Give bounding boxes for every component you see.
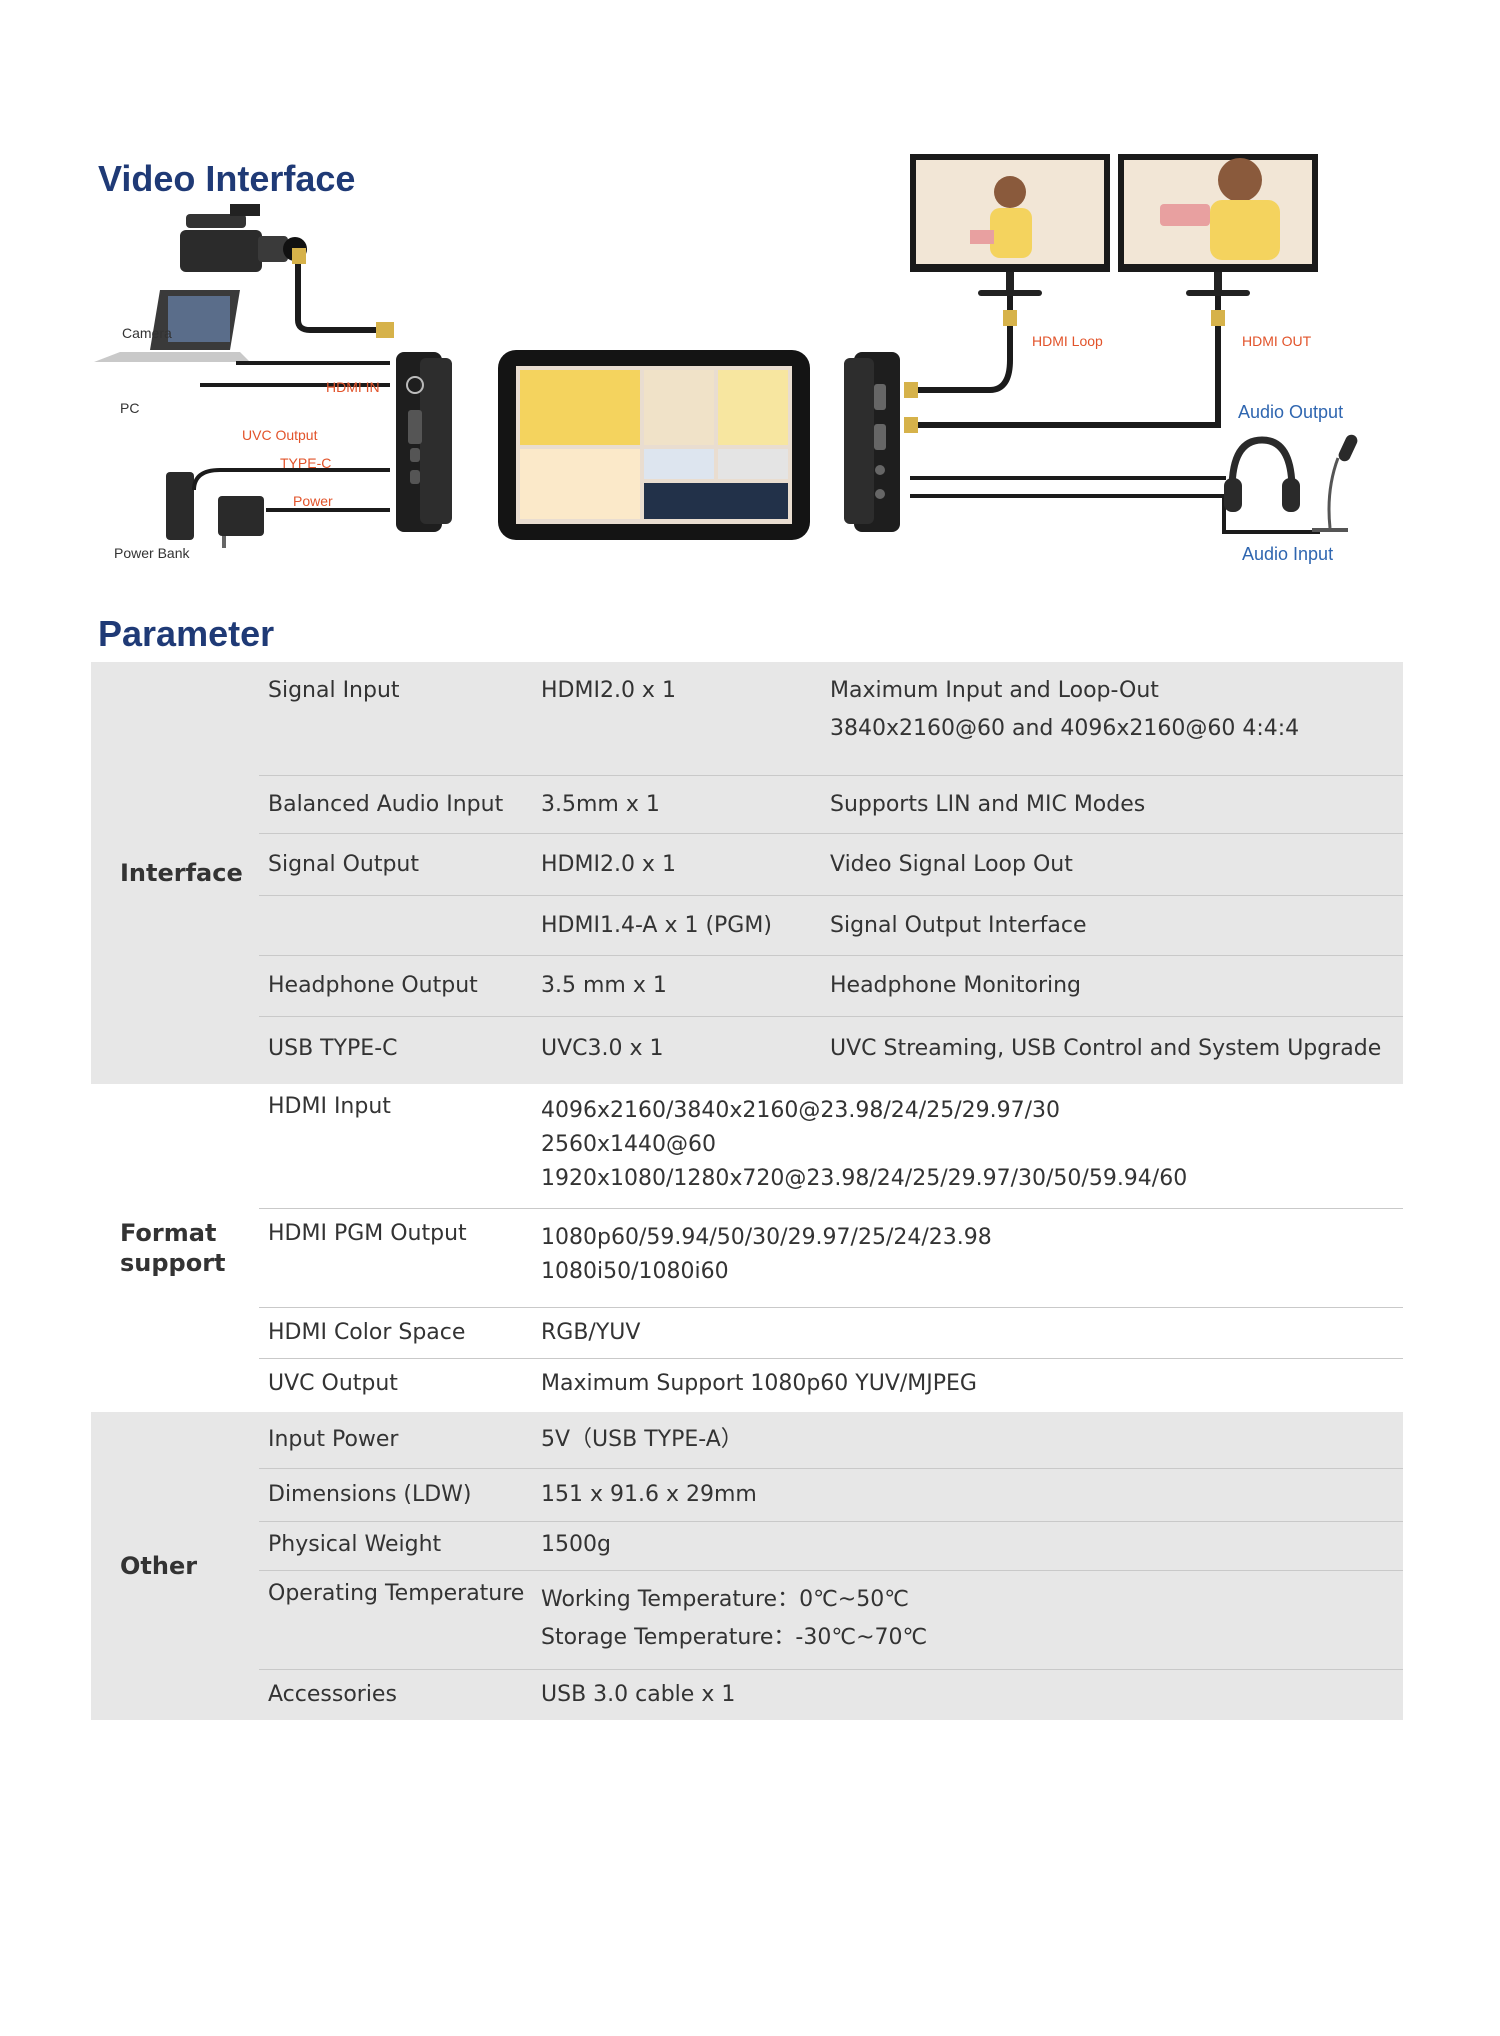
row-value: 1080p60/59.94/50/30/29.97/25/24/23.98 10… <box>541 1208 1403 1308</box>
hdmi-in-label: HDMI IN <box>326 379 380 395</box>
hdmi-out-label: HDMI OUT <box>1242 333 1312 349</box>
format-category: Format support <box>91 1084 259 1412</box>
row-name: Input Power <box>259 1412 541 1469</box>
power-bank-label: Power Bank <box>114 545 190 561</box>
interface-group: Interface Signal Input HDMI2.0 x 1 Maxim… <box>91 662 1403 1084</box>
row-value: Working Temperature：0℃~50℃ Storage Tempe… <box>541 1570 1403 1670</box>
row-name: Physical Weight <box>259 1521 541 1571</box>
table-row: HDMI1.4-A x 1 (PGM) Signal Output Interf… <box>91 895 1403 956</box>
table-row: Accessories USB 3.0 cable x 1 <box>91 1669 1403 1720</box>
pc-label: PC <box>120 400 139 416</box>
value-line: 1080p60/59.94/50/30/29.97/25/24/23.98 <box>541 1225 992 1250</box>
value-line: 2560x1440@60 <box>541 1132 716 1157</box>
row-name: HDMI PGM Output <box>259 1208 541 1308</box>
desc-line: 3840x2160@60 and 4096x2160@60 4:4:4 <box>830 716 1300 741</box>
row-value: HDMI1.4-A x 1 (PGM) <box>541 895 830 956</box>
table-row: Interface Signal Input HDMI2.0 x 1 Maxim… <box>91 662 1403 1084</box>
monitor-out-icon <box>1118 154 1318 296</box>
row-value: 5V（USB TYPE-A） <box>541 1412 1403 1469</box>
other-group: Other Input Power 5V（USB TYPE-A） Dimensi… <box>91 1412 1403 1720</box>
monitor-loop-icon <box>910 154 1110 296</box>
row-value: RGB/YUV <box>541 1307 1403 1359</box>
row-name: HDMI Input <box>259 1084 541 1209</box>
table-row: Headphone Output 3.5 mm x 1 Headphone Mo… <box>91 955 1403 1017</box>
row-desc: Video Signal Loop Out <box>830 833 1403 896</box>
row-value: Maximum Support 1080p60 YUV/MJPEG <box>541 1358 1403 1412</box>
table-row: Balanced Audio Input 3.5mm x 1 Supports … <box>91 775 1403 834</box>
table-row: Format support HDMI Input 4096x2160/3840… <box>91 1084 1403 1412</box>
row-name: Signal Output <box>259 833 541 896</box>
type-c-label: TYPE-C <box>280 455 331 471</box>
category-line: Format <box>120 1219 217 1247</box>
power-adapter-icon <box>218 496 264 548</box>
video-interface-heading: Video Interface <box>98 158 356 199</box>
row-value: USB 3.0 cable x 1 <box>541 1669 1403 1720</box>
row-name <box>259 895 541 956</box>
row-name: HDMI Color Space <box>259 1307 541 1359</box>
row-value: HDMI2.0 x 1 <box>541 833 830 896</box>
spec-table: Interface Signal Input HDMI2.0 x 1 Maxim… <box>91 662 1403 1720</box>
other-category: Other <box>91 1412 259 1720</box>
row-name: USB TYPE-C <box>259 1016 541 1084</box>
microphone-icon <box>1312 434 1358 532</box>
hdmi-loop-label: HDMI Loop <box>1032 333 1103 349</box>
parameter-heading: Parameter <box>98 613 275 654</box>
field-monitor-icon <box>498 350 810 540</box>
laptop-icon <box>94 290 250 362</box>
row-value: 1500g <box>541 1521 1403 1571</box>
row-desc: Signal Output Interface <box>830 895 1403 956</box>
row-desc: UVC Streaming, USB Control and System Up… <box>830 1016 1403 1084</box>
desc-line: Maximum Input and Loop-Out <box>830 678 1159 703</box>
row-name: Dimensions (LDW) <box>259 1468 541 1522</box>
camera-label: Camera <box>122 325 172 341</box>
headphones-icon <box>1224 436 1300 512</box>
table-row: Physical Weight 1500g <box>91 1521 1403 1571</box>
row-value: UVC3.0 x 1 <box>541 1016 830 1084</box>
row-name: Signal Input <box>259 662 541 776</box>
table-row: UVC Output Maximum Support 1080p60 YUV/M… <box>91 1358 1403 1412</box>
audio-input-label: Audio Input <box>1242 544 1333 564</box>
value-line: 1920x1080/1280x720@23.98/24/25/29.97/30/… <box>541 1166 1188 1191</box>
table-row: Operating Temperature Working Temperatur… <box>91 1570 1403 1670</box>
audio-output-label: Audio Output <box>1238 402 1343 422</box>
row-desc: Supports LIN and MIC Modes <box>830 775 1403 834</box>
row-value: 4096x2160/3840x2160@23.98/24/25/29.97/30… <box>541 1084 1403 1209</box>
connection-diagram: Camera PC Power Bank HDMI IN UVC Output … <box>90 140 1390 610</box>
table-row: HDMI PGM Output 1080p60/59.94/50/30/29.9… <box>91 1208 1403 1308</box>
row-name: Headphone Output <box>259 955 541 1017</box>
table-row: Dimensions (LDW) 151 x 91.6 x 29mm <box>91 1468 1403 1522</box>
table-row: HDMI Color Space RGB/YUV <box>91 1307 1403 1359</box>
row-desc: Maximum Input and Loop-Out 3840x2160@60 … <box>830 662 1403 776</box>
row-name: UVC Output <box>259 1358 541 1412</box>
row-name: Balanced Audio Input <box>259 775 541 834</box>
row-value: 3.5 mm x 1 <box>541 955 830 1017</box>
row-value: 151 x 91.6 x 29mm <box>541 1468 1403 1522</box>
row-name: Operating Temperature <box>259 1570 541 1670</box>
interface-category: Interface <box>91 662 259 1084</box>
device-left-side <box>396 352 452 532</box>
format-group: Format support HDMI Input 4096x2160/3840… <box>91 1084 1403 1412</box>
table-row: USB TYPE-C UVC3.0 x 1 UVC Streaming, USB… <box>91 1016 1403 1084</box>
row-name: Accessories <box>259 1669 541 1720</box>
device-right-side <box>844 352 900 532</box>
table-row: Signal Output HDMI2.0 x 1 Video Signal L… <box>91 833 1403 896</box>
category-line: support <box>120 1249 226 1277</box>
value-line: Working Temperature：0℃~50℃ <box>541 1587 909 1612</box>
table-row: Other Input Power 5V（USB TYPE-A） <box>91 1412 1403 1720</box>
power-label: Power <box>293 493 333 509</box>
row-value: HDMI2.0 x 1 <box>541 662 830 776</box>
uvc-output-label: UVC Output <box>242 427 318 443</box>
camera-icon <box>180 204 307 272</box>
value-line: Storage Temperature：-30℃~70℃ <box>541 1625 928 1650</box>
power-bank-icon <box>166 472 194 540</box>
row-value: 3.5mm x 1 <box>541 775 830 834</box>
row-desc: Headphone Monitoring <box>830 955 1403 1017</box>
value-line: 1080i50/1080i60 <box>541 1259 729 1284</box>
value-line: 4096x2160/3840x2160@23.98/24/25/29.97/30 <box>541 1098 1060 1123</box>
